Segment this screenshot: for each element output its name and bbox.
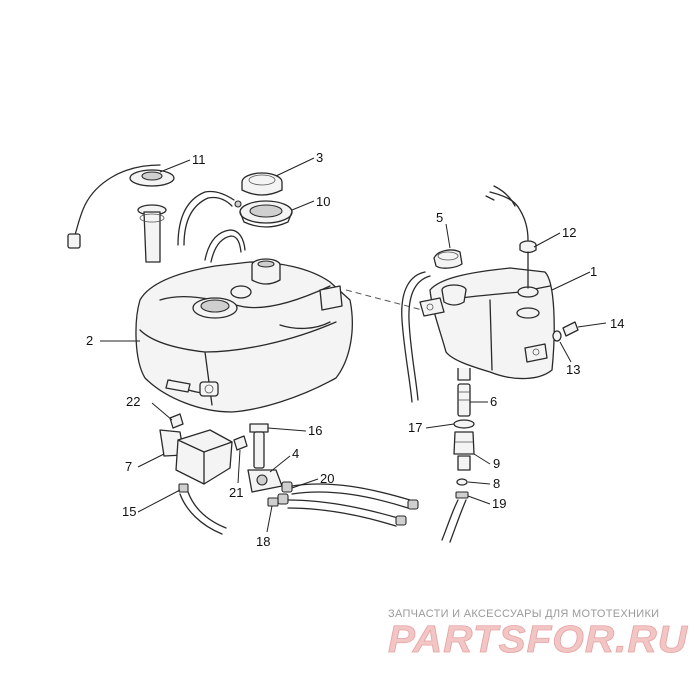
watermark-subtitle: ЗАПЧАСТИ И АКСЕССУАРЫ ДЛЯ МОТОТЕХНИКИ bbox=[388, 608, 659, 620]
callout-16: 16 bbox=[308, 423, 322, 438]
part-15-filter-hose bbox=[178, 483, 227, 535]
part-1-auxiliary-tank bbox=[419, 267, 555, 381]
part-2-fuel-tank bbox=[135, 258, 353, 413]
callout-6: 6 bbox=[490, 394, 497, 409]
part-3-filler-cap bbox=[241, 172, 283, 196]
part-10-filler-neck-ring bbox=[234, 200, 293, 228]
callout-3: 3 bbox=[316, 150, 323, 165]
part-17-seal bbox=[453, 419, 475, 429]
part-19-clip bbox=[455, 491, 469, 499]
part-14-bolt bbox=[562, 321, 579, 337]
part-4-fuel-tap bbox=[247, 431, 283, 493]
aux-breather-hose bbox=[401, 271, 431, 403]
callout-13: 13 bbox=[566, 362, 580, 377]
part-5-aux-tank-cap bbox=[433, 249, 463, 269]
part-11-fuel-level-sender bbox=[67, 164, 175, 263]
leader-lines bbox=[100, 157, 607, 533]
part-13-washer bbox=[552, 330, 562, 342]
part-9-union bbox=[453, 431, 475, 471]
callout-17: 17 bbox=[408, 420, 422, 435]
fuel-hoses bbox=[287, 483, 419, 527]
part-22-bolt bbox=[169, 413, 184, 429]
callout-20: 20 bbox=[320, 471, 334, 486]
callout-19: 19 bbox=[492, 496, 506, 511]
aux-drain-hose bbox=[441, 499, 467, 543]
callout-7: 7 bbox=[125, 459, 132, 474]
callout-12: 12 bbox=[562, 225, 576, 240]
callout-1: 1 bbox=[590, 264, 597, 279]
breather-hose-upper bbox=[177, 190, 246, 263]
watermark: ЗАПЧАСТИ И АКСЕССУАРЫ ДЛЯ МОТОТЕХНИКИ PA… bbox=[388, 608, 689, 661]
part-18-clip bbox=[267, 497, 279, 507]
callout-9: 9 bbox=[493, 456, 500, 471]
callout-2: 2 bbox=[86, 333, 93, 348]
callout-5: 5 bbox=[436, 210, 443, 225]
callout-8: 8 bbox=[493, 476, 500, 491]
callout-labels: 1 2 3 4 5 6 7 8 9 10 11 12 13 14 15 16 1… bbox=[86, 150, 624, 549]
callout-4: 4 bbox=[292, 446, 299, 461]
part-16-tap-seal bbox=[249, 423, 269, 433]
watermark-logo: PARTSFOR.RU bbox=[388, 619, 689, 661]
part-7-filter-bracket bbox=[159, 429, 233, 485]
callout-22: 22 bbox=[126, 394, 140, 409]
part-8-washer bbox=[456, 478, 468, 486]
callout-15: 15 bbox=[122, 504, 136, 519]
callout-18: 18 bbox=[256, 534, 270, 549]
part-20-hose-clips bbox=[277, 481, 293, 505]
reference-dash-line bbox=[345, 289, 431, 313]
callout-10: 10 bbox=[316, 194, 330, 209]
part-6-outlet-pipe bbox=[457, 383, 471, 417]
callout-11: 11 bbox=[192, 152, 206, 167]
callout-21: 21 bbox=[229, 485, 243, 500]
callout-14: 14 bbox=[610, 316, 624, 331]
part-12-aux-level-sensor bbox=[485, 185, 537, 289]
part-21-bolt bbox=[233, 435, 248, 451]
